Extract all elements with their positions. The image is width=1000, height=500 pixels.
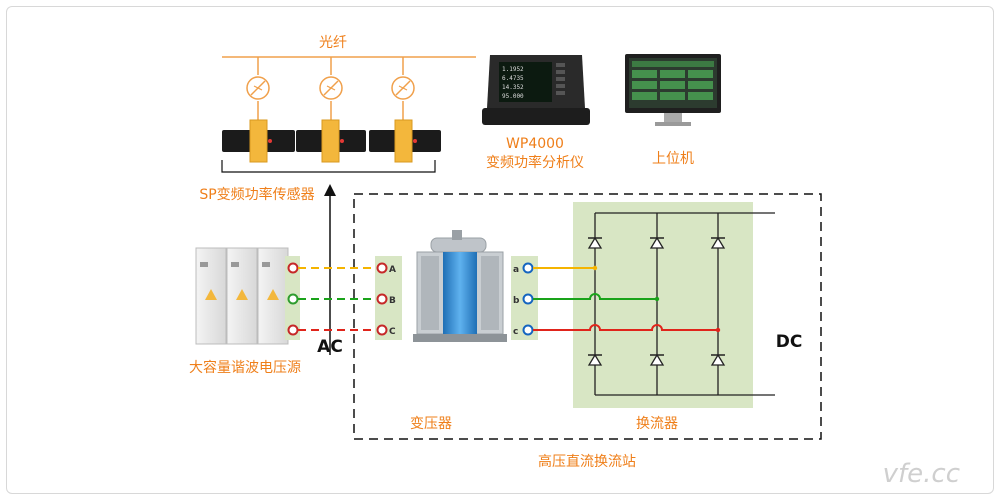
- svg-text:1.1952: 1.1952: [502, 66, 524, 73]
- svg-text:95.000: 95.000: [502, 93, 524, 100]
- svg-text:14.352: 14.352: [502, 84, 524, 91]
- power-sensor-1: [222, 119, 295, 163]
- analyzer-name: 变频功率分析仪: [486, 154, 584, 171]
- source-label: 大容量谐波电压源: [189, 359, 301, 376]
- fiber-coupler-1-icon: [246, 76, 270, 100]
- host-computer-icon: [625, 54, 721, 126]
- diode-upper-2-icon: [649, 236, 665, 249]
- terminal-A: A: [389, 265, 396, 275]
- power-analyzer: 1.1952 6.4735 14.352 95.000: [482, 55, 590, 125]
- sensor-label: SP变频功率传感器: [199, 186, 314, 203]
- dc-label: DC: [776, 332, 803, 352]
- transformer-icon: [413, 230, 507, 342]
- power-sensor-3: [369, 119, 441, 163]
- ac-phase-lines: [298, 267, 377, 331]
- converter-input-lines: [533, 267, 718, 331]
- terminal-a: a: [513, 265, 519, 275]
- converter-label: 换流器: [636, 415, 678, 432]
- diode-upper-1-icon: [587, 236, 603, 249]
- outer-frame: [6, 6, 994, 494]
- terminal-B: B: [389, 296, 396, 306]
- terminal-b: b: [513, 296, 520, 306]
- diode-lower-2-icon: [649, 353, 665, 366]
- power-sensor-2: [296, 119, 366, 163]
- terminal-c: c: [513, 327, 518, 337]
- fiber-bus: [222, 56, 476, 122]
- sensor-bracket: [221, 160, 436, 173]
- diode-upper-3-icon: [710, 236, 726, 249]
- fiber-coupler-2-icon: [319, 76, 343, 100]
- converter-panel: [573, 202, 753, 408]
- transformer-label: 变压器: [410, 416, 452, 432]
- station-label: 高压直流换流站: [538, 453, 636, 470]
- fiber-label: 光纤: [319, 35, 347, 51]
- station-boundary: [353, 193, 822, 440]
- fiber-coupler-3-icon: [391, 76, 415, 100]
- svg-text:6.4735: 6.4735: [502, 75, 524, 82]
- analyzer-model: WP4000: [506, 136, 564, 152]
- watermark: vfe.cc: [883, 459, 960, 489]
- host-label: 上位机: [652, 151, 694, 167]
- terminal-C: C: [389, 327, 396, 337]
- ac-label: AC: [317, 337, 343, 357]
- diode-lower-1-icon: [587, 353, 603, 366]
- diode-lower-3-icon: [710, 353, 726, 366]
- voltage-source-cabinets: [195, 247, 289, 345]
